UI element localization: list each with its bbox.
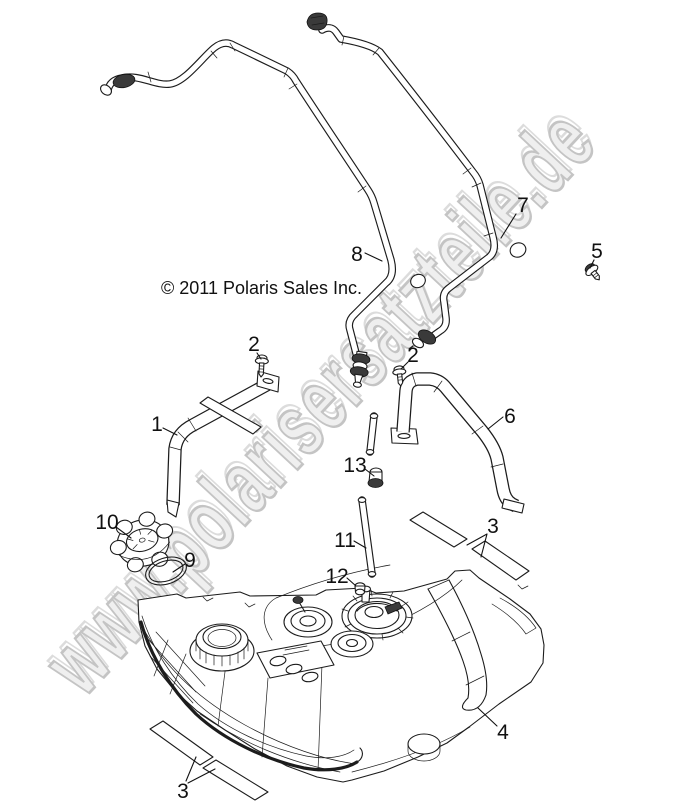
callout-8: 8 (351, 243, 363, 266)
callout-10: 10 (95, 511, 118, 534)
callout-4: 4 (497, 721, 509, 744)
hose-right-top-connector (306, 12, 328, 31)
callout-7: 7 (517, 194, 529, 217)
tank-strap-channel (427, 579, 488, 711)
vent-hose-right (306, 12, 527, 350)
pump-side-fitting (384, 601, 403, 615)
vent-hose-left (100, 39, 426, 388)
callout-2-right: 2 (407, 344, 419, 367)
tank-label-plate (256, 640, 335, 683)
tank-strap-right (390, 372, 525, 514)
strap-right-foot-right (501, 498, 525, 514)
callout-3-lower: 3 (177, 780, 189, 803)
check-valve-13 (367, 467, 384, 488)
tank-drain-boss (407, 733, 441, 762)
callout-labels: 1 2 2 3 3 4 5 6 7 8 9 10 11 12 13 (95, 194, 603, 803)
tank-strap-left (166, 370, 280, 518)
foam-strip-under-strap-left (199, 396, 262, 435)
callout-12: 12 (325, 565, 348, 588)
screw-2-right (392, 365, 407, 387)
copyright-text: © 2011 Polaris Sales Inc. (161, 278, 362, 298)
pickup-boss (330, 630, 374, 658)
fuel-sender-boss (283, 596, 333, 638)
hose-left-connector (100, 84, 112, 96)
foam-strips-lower (149, 720, 269, 801)
tube-cap-12 (354, 582, 366, 596)
callout-13: 13 (343, 454, 366, 477)
hose-left-elbow-end (410, 273, 426, 289)
fuel-pump-assembly (341, 585, 414, 641)
foam-strips-upper (409, 511, 530, 581)
screw-2-left (254, 354, 269, 378)
hose-left-barb-fitting (349, 350, 371, 388)
callout-5: 5 (591, 240, 603, 263)
hose-left-clamp (112, 73, 136, 89)
hose-right-barb-fitting (408, 329, 437, 350)
callout-9: 9 (184, 549, 196, 572)
callout-11: 11 (334, 529, 356, 552)
vent-tube-parts (354, 412, 384, 596)
callout-3-upper: 3 (487, 515, 499, 538)
filler-neck (189, 623, 255, 672)
callout-leaders (115, 213, 595, 784)
callout-2-left: 2 (248, 333, 260, 356)
callout-1: 1 (151, 413, 163, 436)
fuel-tank (137, 564, 545, 783)
callout-6: 6 (504, 405, 516, 428)
hose-right-elbow-end (509, 242, 527, 258)
strap-left-tip (166, 499, 180, 518)
strap-left-slot (262, 378, 274, 384)
fuel-cap (109, 511, 174, 573)
